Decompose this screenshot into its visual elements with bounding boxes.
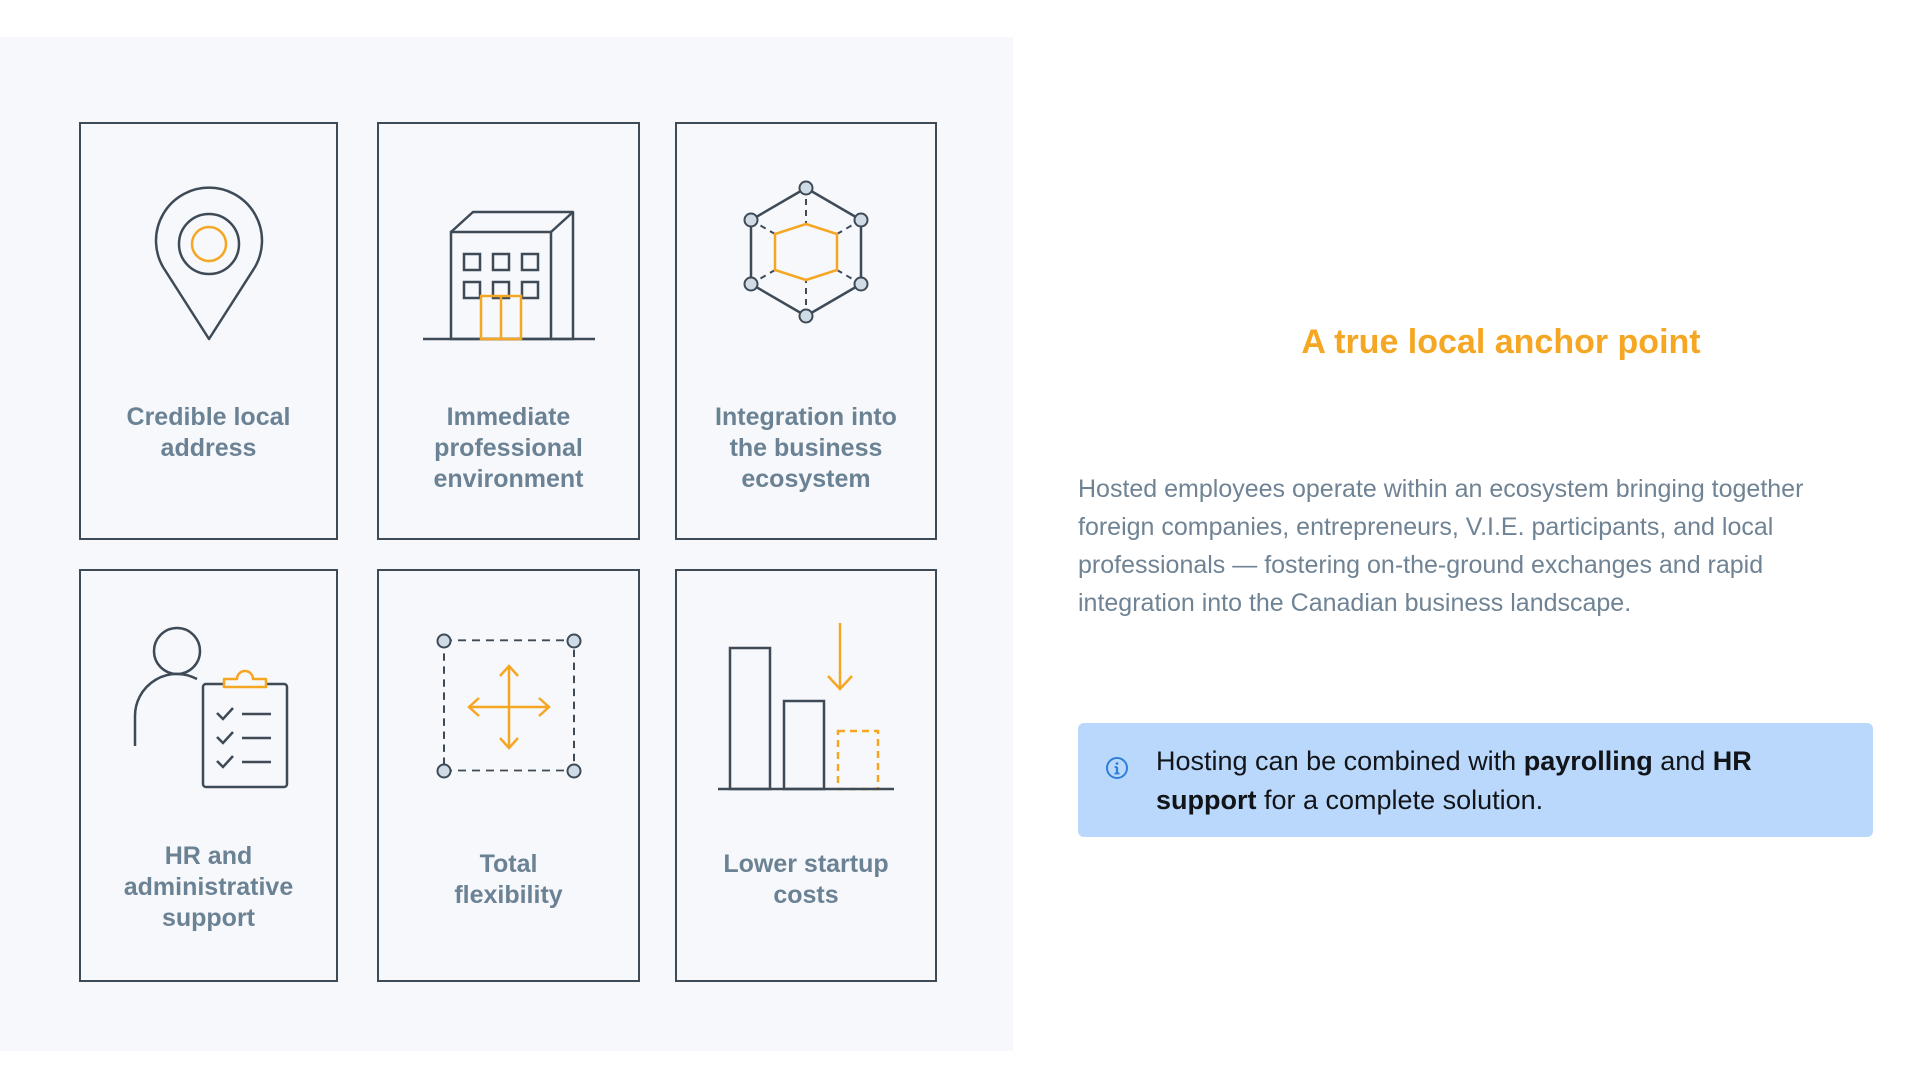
callout-text: Hosting can be combined with payrolling …	[1156, 742, 1846, 820]
card-label-line: costs	[773, 881, 839, 909]
decreasing-bars-icon	[718, 623, 894, 791]
location-pin-icon	[154, 186, 263, 341]
card-label-line: support	[161, 904, 256, 932]
card-label-line: Total	[479, 850, 538, 878]
info-callout: Hosting can be combined with payrolling …	[1078, 723, 1873, 837]
card-label-line: professional	[434, 434, 583, 462]
feature-card-ecosystem: Integration into the business ecosystem	[675, 122, 937, 540]
network-hexagon-icon	[743, 180, 869, 324]
callout-bold-payrolling: payrolling	[1523, 746, 1653, 776]
info-circle-icon	[1106, 757, 1128, 779]
section-heading: A true local anchor point	[1301, 323, 1701, 361]
feature-card-address: Credible local address	[79, 122, 338, 540]
person-clipboard-icon	[133, 626, 288, 789]
card-label-line: Credible local	[126, 403, 291, 431]
card-label-line: flexibility	[454, 881, 563, 909]
feature-card-flexibility: Total flexibility	[377, 569, 640, 982]
card-label-line: environment	[433, 465, 584, 493]
card-label-line: ecosystem	[741, 465, 871, 493]
card-label-line: the business	[729, 434, 883, 462]
office-building-icon	[422, 210, 595, 341]
section-description: Hosted employees operate within an ecosy…	[1078, 475, 1804, 617]
card-label-line: HR and	[164, 842, 253, 870]
card-label-line: Immediate	[446, 403, 571, 431]
card-label-line: Integration into	[715, 403, 897, 431]
card-label-line: Lower startup	[723, 850, 889, 878]
callout-bold-hr-support: HR support	[1156, 746, 1752, 815]
feature-card-costs: Lower startup costs	[675, 569, 937, 982]
callout-text-part: for a complete solution.	[1256, 785, 1544, 815]
card-label-line: address	[160, 434, 257, 462]
feature-card-environment: Immediate professional environment	[377, 122, 640, 540]
card-label-line: administrative	[123, 873, 294, 901]
feature-card-hr: HR and administrative support	[79, 569, 338, 982]
features-illustration: Credible local address Immediate	[0, 37, 1013, 1051]
move-arrows-icon	[436, 633, 581, 779]
callout-text-part: and	[1652, 746, 1713, 776]
callout-text-part: Hosting can be combined with	[1156, 746, 1524, 776]
